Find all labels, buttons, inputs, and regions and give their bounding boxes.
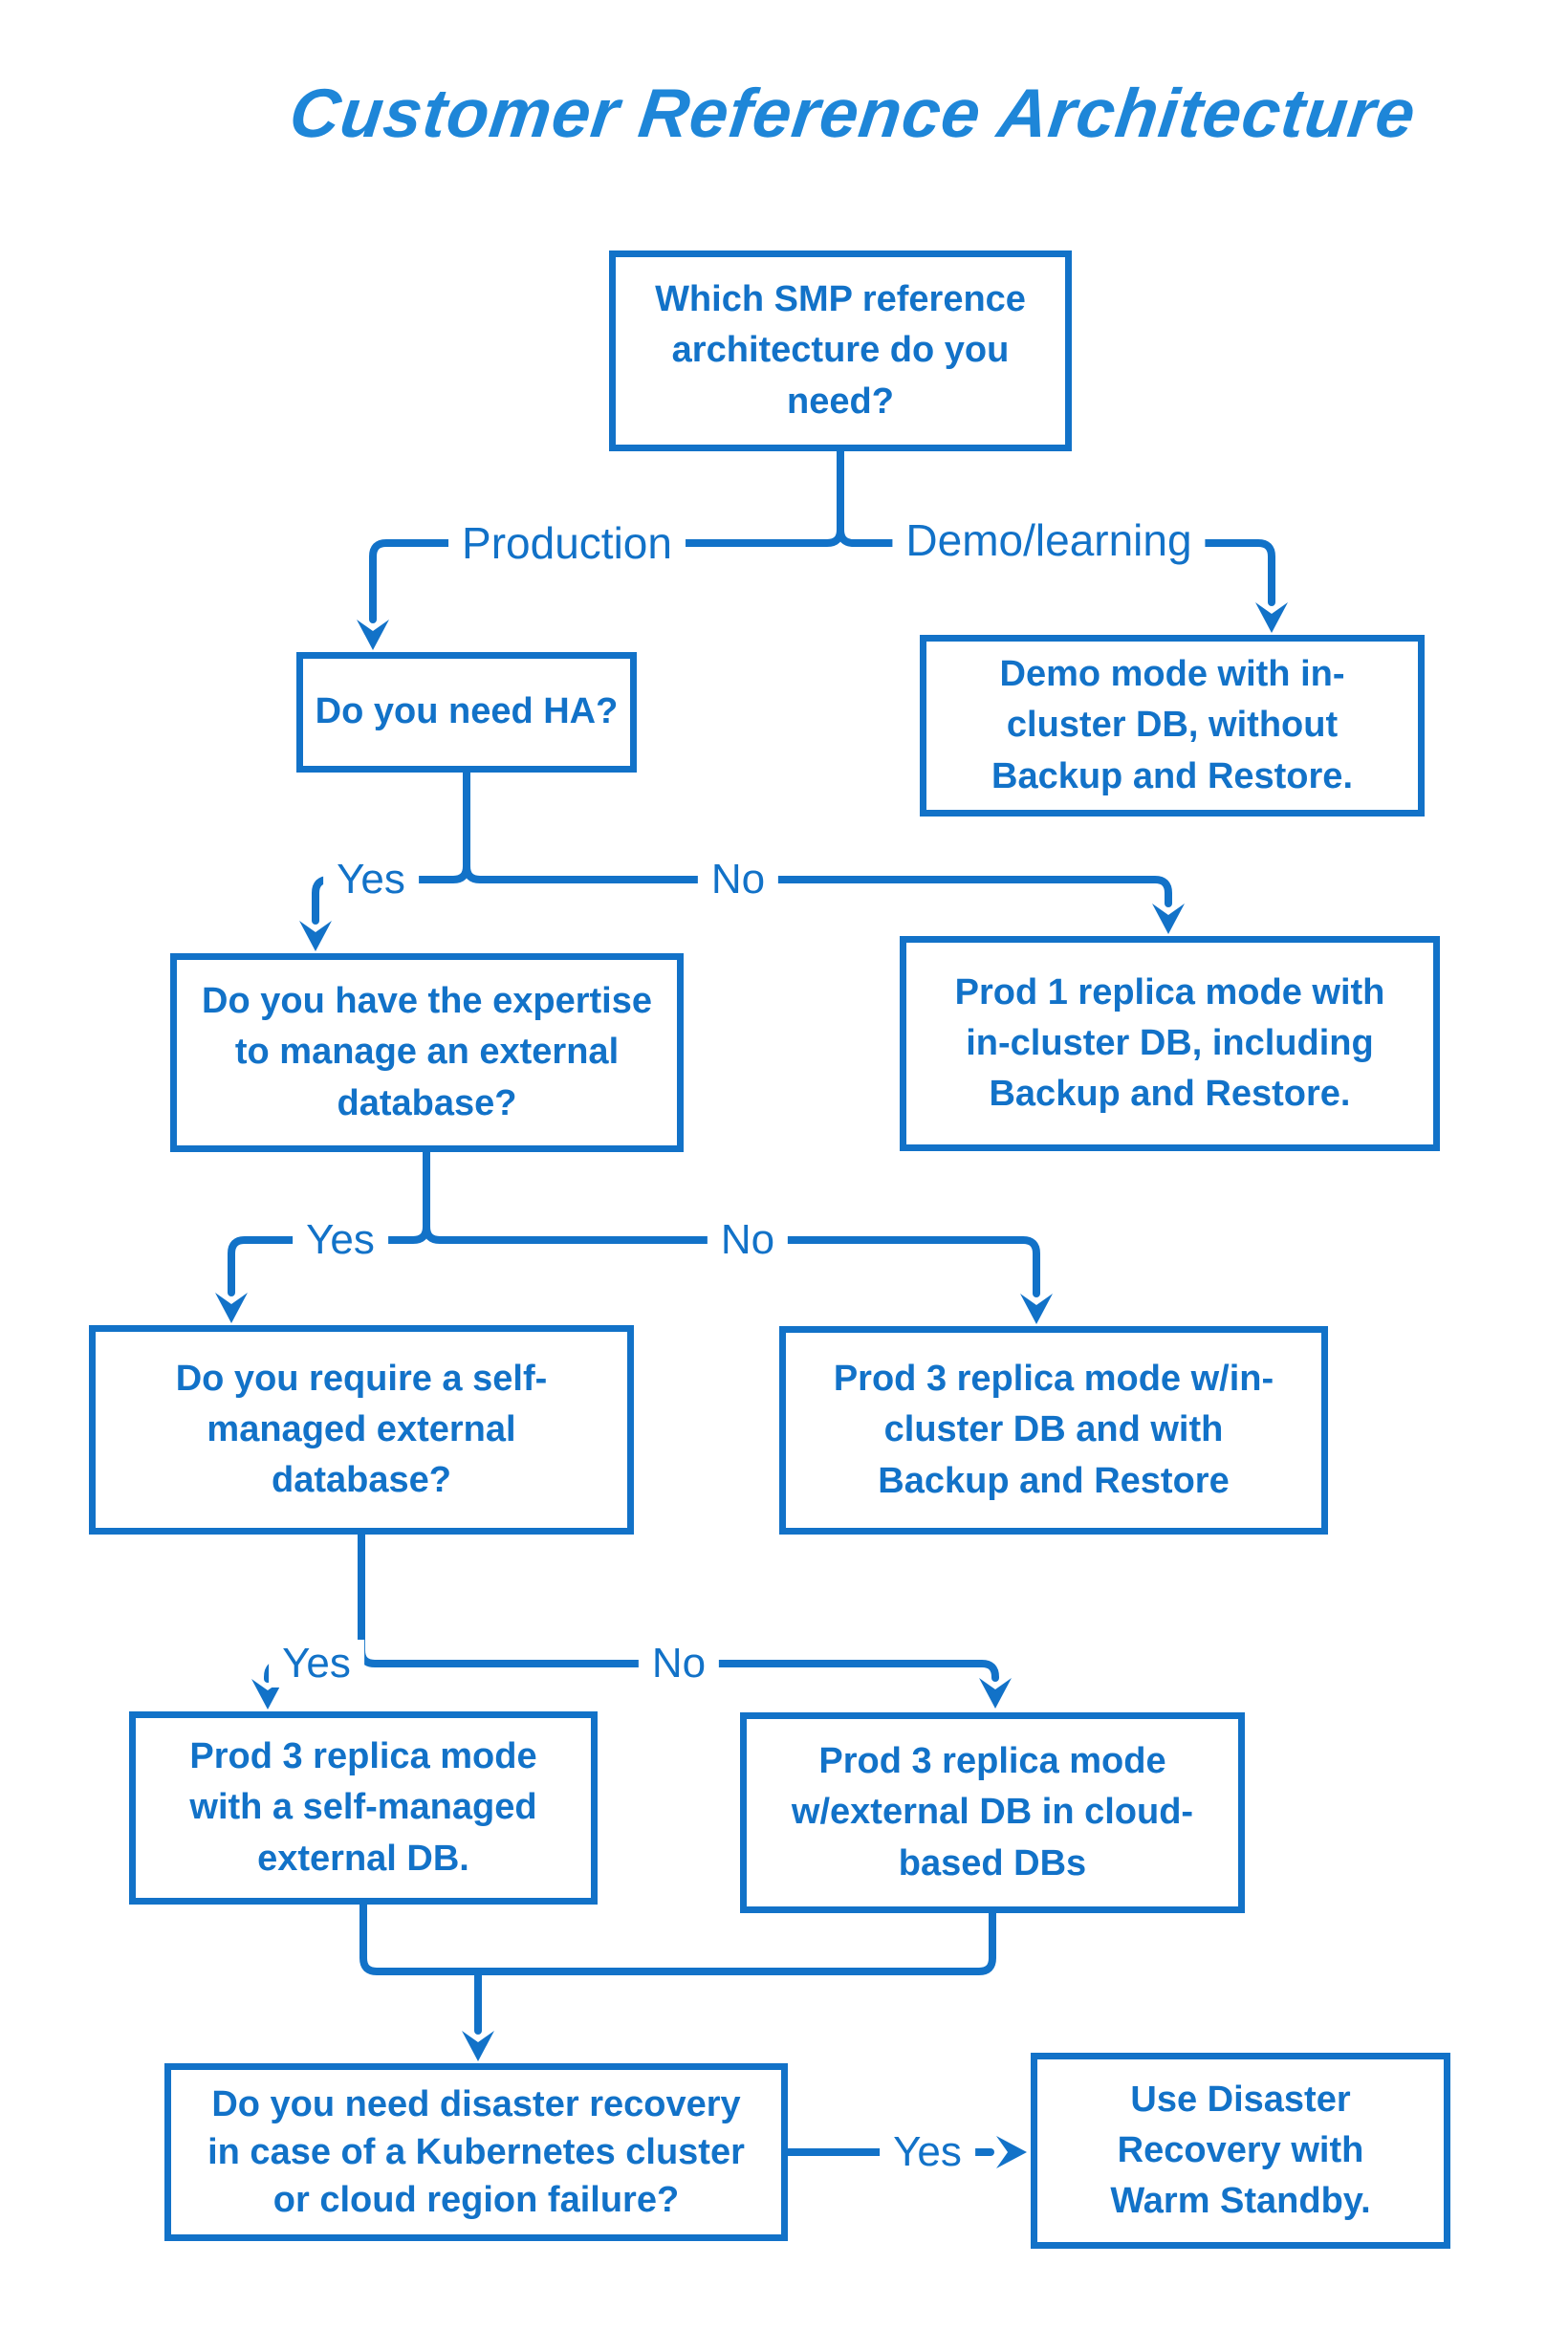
edge-label-expertise-no: No <box>707 1216 789 1264</box>
node-prod1-incluster: Prod 1 replica mode with in-cluster DB, … <box>900 936 1440 1151</box>
arrowhead-expertise-yes <box>215 1293 248 1323</box>
node-root: Which SMP reference architecture do you … <box>609 250 1072 451</box>
node-prod3-incluster: Prod 3 replica mode w/in- cluster DB and… <box>779 1326 1328 1535</box>
node-prod3-cloud: Prod 3 replica mode w/external DB in clo… <box>740 1712 1245 1913</box>
node-dr-warm-standby: Use Disaster Recovery with Warm Standby. <box>1031 2053 1450 2249</box>
node-prod3-self-managed: Prod 3 replica mode with a self-managed … <box>129 1711 598 1905</box>
connector-expertise-no <box>423 1223 1040 1297</box>
node-need-ha: Do you need HA? <box>296 652 637 773</box>
arrowhead-production <box>357 620 389 650</box>
edge-label-expertise-yes: Yes <box>293 1216 388 1264</box>
edge-label-dr-yes: Yes <box>880 2128 975 2176</box>
edge-label-ha-no: No <box>697 856 779 904</box>
arrowhead-demo <box>1255 602 1288 633</box>
edge-label-ha-yes: Yes <box>323 856 419 904</box>
edge-label-selfmanaged-no: No <box>638 1640 720 1688</box>
node-expertise-question: Do you have the expertise to manage an e… <box>170 953 684 1152</box>
node-self-managed-question: Do you require a self- managed external … <box>89 1325 634 1535</box>
arrowhead-dr-yes <box>996 2136 1027 2168</box>
node-demo-mode: Demo mode with in- cluster DB, without B… <box>920 635 1425 817</box>
node-dr-question: Do you need disaster recovery in case of… <box>164 2063 788 2241</box>
edge-label-demo-learning: Demo/learning <box>892 515 1206 565</box>
arrowheads <box>215 602 1288 2168</box>
connector-root-demo <box>837 526 1275 606</box>
arrowhead-ha-yes <box>299 921 332 951</box>
arrowhead-expertise-no <box>1020 1294 1053 1324</box>
arrowhead-ha-no <box>1152 904 1185 934</box>
connector-ha-no <box>463 862 1172 907</box>
edge-label-production: Production <box>448 518 686 568</box>
edge-label-selfmanaged-yes: Yes <box>269 1640 364 1688</box>
arrowhead-selfmanaged-no <box>979 1678 1012 1709</box>
arrowhead-merge <box>462 2031 494 2061</box>
connector-merge <box>359 1901 996 1975</box>
